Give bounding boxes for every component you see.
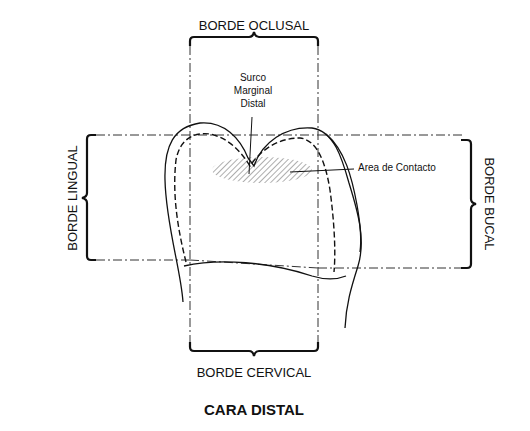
area-label: Area de Contacto (358, 162, 436, 173)
inner-outline (175, 134, 335, 272)
reference-lines (96, 46, 462, 343)
tooth-outline (165, 123, 361, 328)
edge-label: BORDE LINGUAL (65, 145, 80, 250)
edge-label: BORDE CERVICAL (197, 365, 312, 380)
edge-label: BORDE BUCAL (482, 157, 497, 250)
leader-lines (249, 117, 354, 174)
braces (82, 32, 476, 356)
edge-label: BORDE OCLUSAL (199, 18, 310, 33)
figure-caption: CARA DISTAL (204, 401, 304, 418)
contact-area (212, 157, 312, 183)
groove-label: Surco Marginal Distal (224, 71, 282, 110)
